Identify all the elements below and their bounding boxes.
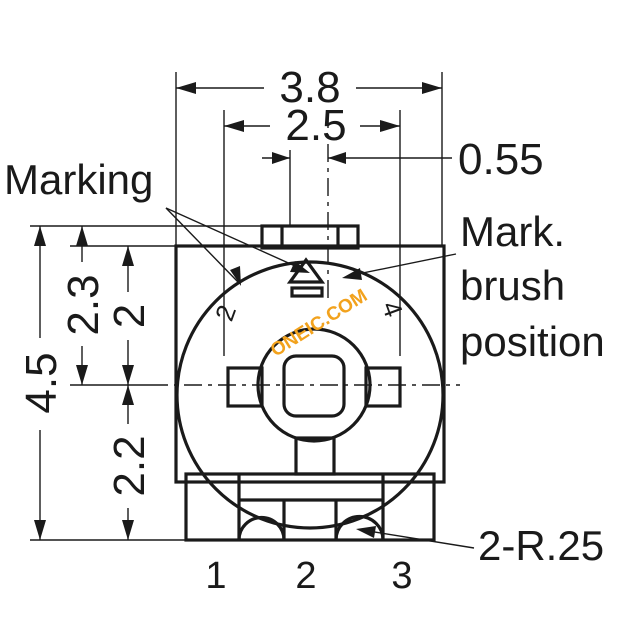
dimension-3-8: 3.8 bbox=[176, 63, 442, 112]
radius-label: 2-R.25 bbox=[478, 522, 604, 569]
dimension-2-3: 2.3 bbox=[59, 226, 108, 385]
dimension-2-5: 2.5 bbox=[224, 101, 400, 150]
mark-brush-label-line2: brush bbox=[460, 262, 565, 309]
dimension-4-5: 4.5 bbox=[17, 226, 66, 540]
dim-upper-height: 2.3 bbox=[59, 274, 108, 335]
mark-brush-label-line3: position bbox=[460, 318, 605, 365]
pin-3-label: 3 bbox=[391, 555, 412, 597]
dim-terminal-pitch: 2.5 bbox=[285, 101, 346, 150]
dim-overall-height: 4.5 bbox=[17, 352, 66, 413]
dim-overall-width: 3.8 bbox=[279, 63, 340, 112]
component-outline bbox=[174, 224, 446, 542]
leader-lines bbox=[165, 207, 475, 549]
pin-2-label: 2 bbox=[295, 555, 316, 597]
body-mark-right: 4 bbox=[376, 297, 409, 321]
dimension-0-55: 0.55 bbox=[262, 135, 544, 184]
dim-offset: 0.55 bbox=[458, 135, 544, 184]
dimension-2: 2 bbox=[105, 246, 154, 385]
dim-center-height: 2 bbox=[105, 304, 154, 328]
body-mark-left: 2 bbox=[209, 301, 242, 325]
mark-brush-label-line1: Mark. bbox=[460, 208, 565, 255]
pin-1-label: 1 bbox=[205, 555, 226, 597]
dimension-2-2: 2.2 bbox=[105, 385, 154, 540]
marking-label: Marking bbox=[4, 156, 153, 203]
dim-lower-height: 2.2 bbox=[105, 435, 154, 496]
center-lines bbox=[150, 110, 460, 386]
